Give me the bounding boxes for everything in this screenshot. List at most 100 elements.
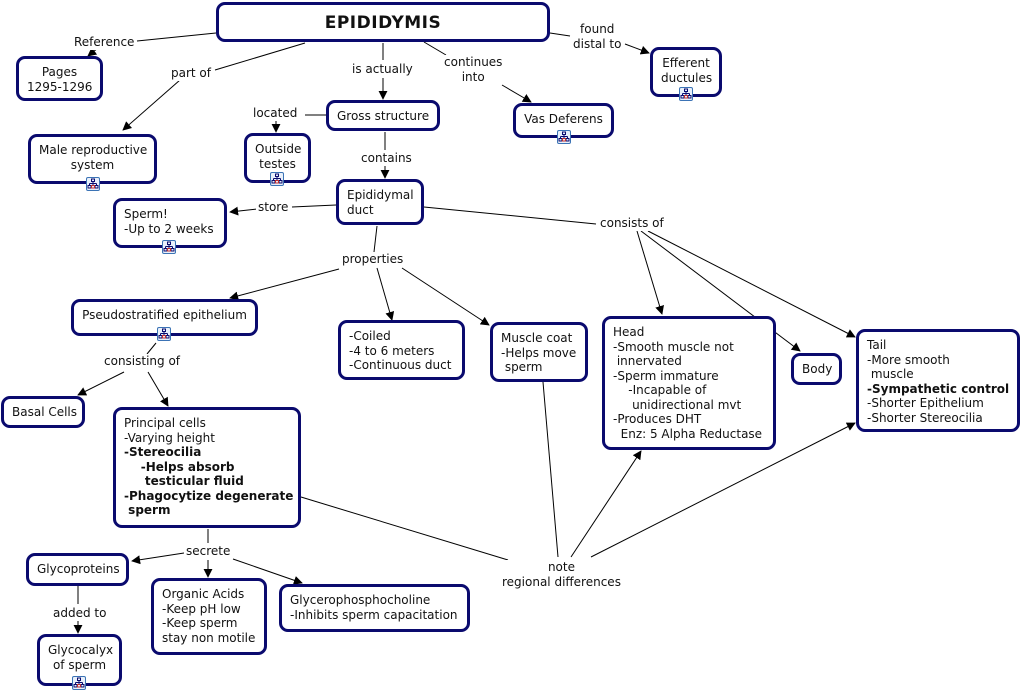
link-store[interactable]: store [256, 200, 291, 215]
concept-text-line: Head [613, 325, 645, 339]
concept-text-line: innervated [613, 354, 682, 368]
concept-tail[interactable]: Tail-More smooth muscle-Sympathetic cont… [856, 329, 1020, 432]
concept-text-line: -Shorter Stereocilia [867, 410, 983, 425]
concept-text-line: 1295-1296 [27, 79, 93, 94]
concept-coiled-duct[interactable]: -Coiled-4 to 6 meters-Continuous duct [338, 320, 465, 380]
concept-muscle-coat[interactable]: Muscle coat-Helps move sperm [490, 322, 588, 382]
edge-part-of-b [122, 79, 181, 131]
concept-text-line: -Helps absorb [124, 459, 235, 474]
edge-part-of-a [214, 42, 306, 71]
concept-text-line: of sperm [52, 657, 107, 672]
link-consisting-of[interactable]: consisting of [102, 354, 183, 369]
concept-glycerophosphocholine[interactable]: Glycerophosphocholine-Inhibits sperm cap… [279, 584, 470, 632]
concept-body[interactable]: Body [791, 353, 842, 385]
concept-text-line: Body [802, 362, 833, 376]
concept-text-line: Vas Deferens [524, 112, 603, 126]
concept-text-line: sperm [124, 503, 171, 517]
concept-gross-structure[interactable]: Gross structure [326, 100, 440, 131]
concept-text-line: -Helps move [501, 345, 577, 360]
concept-text-line: Sperm! [124, 207, 168, 221]
link-properties[interactable]: properties [340, 252, 406, 267]
concept-text-line: -Stereocilia [124, 445, 202, 459]
concept-basal-cells[interactable]: Basal Cells [1, 396, 85, 428]
concept-text-line: -Incapable of [613, 383, 707, 397]
edge-reference-a [136, 32, 217, 42]
concept-text-line: duct [347, 202, 374, 217]
concept-map-icon[interactable] [157, 327, 171, 341]
concept-text-line: -Coiled [349, 329, 391, 343]
concept-text-line: -4 to 6 meters [349, 343, 435, 358]
concept-glycoproteins[interactable]: Glycoproteins [26, 553, 129, 586]
link-part-of[interactable]: part of [169, 66, 213, 81]
edge-consists-tail [647, 230, 856, 338]
concept-text-line: -Inhibits sperm capacitation [290, 607, 458, 622]
concept-text-line: Basal Cells [12, 405, 78, 419]
concept-text-line: ductules [661, 70, 713, 85]
concept-text-line: Epididymal [347, 188, 414, 202]
concept-map-icon[interactable] [162, 240, 176, 254]
concept-text-line: muscle [867, 367, 914, 381]
concept-map-icon[interactable] [72, 676, 86, 690]
edge-continues-a [423, 41, 447, 56]
concept-text-line: Pages [41, 65, 78, 79]
concept-text-line: Organic Acids [162, 587, 245, 601]
concept-text-line: -Up to 2 weeks [124, 221, 214, 236]
link-reference[interactable]: Reference [72, 35, 137, 50]
concept-principal-cells[interactable]: Principal cells-Varying height-Stereocil… [113, 407, 301, 528]
edge-consists-head [636, 230, 664, 315]
edge-store-a [291, 204, 337, 208]
concept-text-line: -Phagocytize degenerate [124, 488, 294, 503]
edge-consists-a [423, 206, 597, 225]
concept-text-line: Tail [867, 338, 887, 352]
link-secrete[interactable]: secrete [184, 544, 233, 559]
concept-text-line: system [70, 157, 115, 172]
concept-vas-deferens[interactable]: Vas Deferens [513, 103, 614, 138]
concept-text-line: -Sympathetic control [867, 381, 1010, 396]
edge-properties-a [373, 225, 378, 253]
edge-continues-b [501, 84, 532, 103]
link-contains[interactable]: contains [359, 151, 414, 166]
concept-text-line: Glycocalyx [48, 643, 114, 657]
edge-secrete-glyco [131, 552, 185, 565]
concept-text-line: -Keep sperm [162, 616, 238, 630]
concept-text-line: sperm [501, 360, 543, 374]
concept-text-line: -Smooth muscle not [613, 339, 734, 354]
edge-note-tail [590, 422, 856, 558]
concept-text-line: -Keep pH low [162, 601, 241, 616]
concept-text-line: Glycoproteins [37, 562, 120, 576]
concept-map-icon[interactable] [557, 130, 571, 144]
concept-text-line: Glycerophosphocholine [290, 593, 431, 607]
concept-text-line: Muscle coat [501, 331, 573, 345]
edge-secrete-glycero [232, 558, 303, 585]
edge-store-b [229, 206, 258, 216]
concept-text-line: stay non motile [162, 630, 256, 645]
edge-properties-coiled [376, 267, 395, 321]
edge-note-head [570, 450, 642, 558]
concept-text-line: -More smooth [867, 352, 950, 367]
concept-text-line: Pseudostratified epithelium [82, 308, 247, 322]
link-note-regional-differences[interactable]: note regional differences [500, 560, 623, 589]
link-is-actually[interactable]: is actually [350, 62, 415, 77]
link-located[interactable]: located [251, 106, 300, 121]
concept-text-line: -Continuous duct [349, 358, 452, 372]
concept-map-icon[interactable] [270, 172, 284, 186]
link-continues-into[interactable]: continues into [442, 55, 505, 84]
concept-text-line: Enz: 5 Alpha Reductase [613, 426, 763, 441]
concept-head[interactable]: Head-Smooth muscle not innervated-Sperm … [602, 316, 776, 450]
concept-text-line: testes [259, 156, 296, 171]
concept-text-line: -Sperm immature [613, 368, 719, 383]
concept-map-icon[interactable] [679, 87, 693, 101]
concept-map-icon[interactable] [86, 177, 100, 191]
edge-consisting-a [146, 342, 157, 355]
concept-pseudostratified-epithelium[interactable]: Pseudostratified epithelium [71, 299, 258, 336]
edge-properties-pseudo [229, 268, 340, 301]
link-consists-of[interactable]: consists of [598, 216, 666, 231]
concept-text-line: Efferent [662, 56, 710, 70]
concept-text-line: Male reproductive [39, 143, 148, 157]
link-found-distal-to[interactable]: found distal to [571, 22, 624, 51]
link-added-to[interactable]: added to [51, 606, 109, 621]
concept-epididymis[interactable]: EPIDIDYMIS [216, 2, 550, 42]
